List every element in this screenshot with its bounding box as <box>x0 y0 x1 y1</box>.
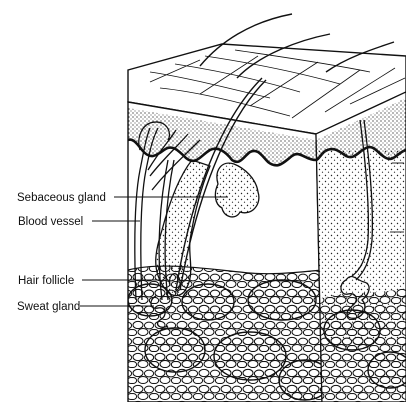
side-face <box>316 92 406 402</box>
label-blood-vessel: Blood vessel <box>18 216 83 228</box>
label-hair-follicle: Hair follicle <box>18 275 74 287</box>
label-sebaceous-gland: Sebaceous gland <box>17 192 106 204</box>
label-sweat-gland: Sweat gland <box>17 301 80 313</box>
